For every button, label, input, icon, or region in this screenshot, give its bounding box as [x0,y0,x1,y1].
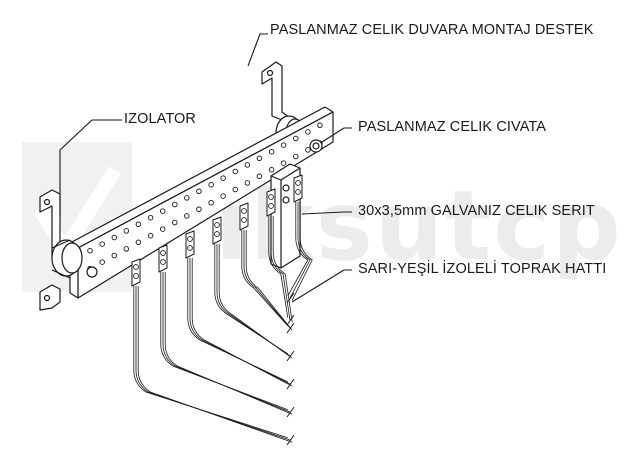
busbar-hole [196,206,202,213]
busbar-hole [317,122,323,129]
busbar-hole [244,180,251,186]
busbar-hole [208,181,214,188]
busbar-hole [232,186,239,193]
busbar-hole [280,142,287,148]
galvanized-strip [270,163,301,269]
leader-lines [59,33,352,303]
busbar-hole [220,193,226,199]
busbar-hole [99,259,105,265]
busbar-hole [159,226,166,232]
left-insulator [51,239,83,279]
ground-wire [239,202,295,334]
busbar-hole [135,239,142,246]
label-strip: 30x3,5mm GALVANIZ CELIK SERIT [358,203,595,219]
busbar-hole [184,195,190,201]
busbar-hole [293,153,299,160]
ground-wire [185,230,295,390]
busbar-hole [268,148,275,155]
cable-lug [239,202,249,231]
cable-lug [212,216,222,245]
leader-wall-bracket [247,33,268,67]
busbar-hole [123,246,130,252]
ground-wire [212,216,295,362]
busbar-hole [196,188,202,195]
ground-wire [266,188,295,326]
label-ground-wire: SARI-YEŞİL İZOLELİ TOPRAK HATTI [358,261,607,277]
busbar-hole [220,175,226,181]
busbar-hole [232,168,239,175]
bolt [309,139,323,153]
busbar-hole [184,213,190,219]
cable-lug [185,230,195,259]
busbar-hole [268,166,275,173]
busbar-hole [87,247,93,254]
busbar-hole [172,219,178,226]
busbar-hole [99,241,105,247]
busbar-hole [111,234,118,241]
cable-lug [131,258,141,287]
busbar-hole [147,232,154,239]
busbar-hole [123,228,130,234]
leader-strip [301,211,352,215]
busbar-hole [293,135,299,142]
busbar-hole [256,173,263,180]
ground-wire [131,258,295,446]
busbar-hole [256,155,263,162]
busbar-hole [305,129,311,135]
busbar-hole [305,147,311,153]
leader-bolt [321,127,352,143]
leader-ground-wire [291,269,352,303]
busbar-hole [147,214,154,221]
label-wall-bracket: PASLANMAZ CELIK DUVARA MONTAJ DESTEK [270,22,594,38]
label-insulator: IZOLATOR [124,111,196,127]
busbar-hole [208,199,214,206]
busbar-hole [111,252,118,259]
busbar-hole [159,208,166,214]
cable-lug [293,174,303,203]
cable-lug [266,188,276,217]
label-bolt: PASLANMAZ CELIK CIVATA [358,119,547,135]
ground-wires [131,174,313,446]
busbar-hole [244,162,251,168]
ground-wire [286,174,313,304]
cable-lug [158,244,168,273]
busbar-hole [280,160,287,166]
ground-wire [158,244,295,418]
leader-insulator [59,119,122,216]
busbar-hole [135,221,142,228]
busbar-hole [172,201,178,208]
